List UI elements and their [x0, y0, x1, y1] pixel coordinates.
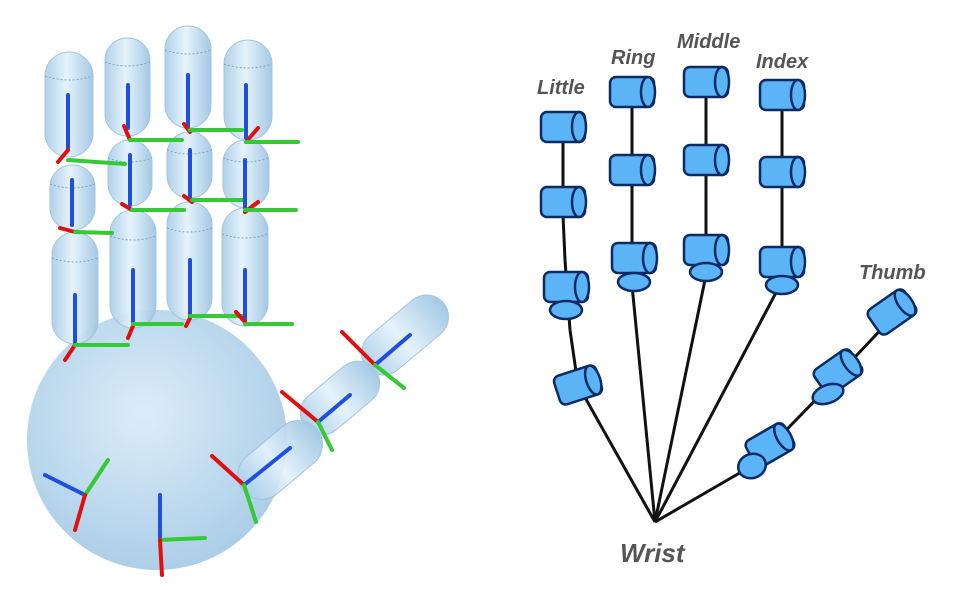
index-dip-joint: [758, 155, 807, 189]
thumb-ip-joint: [812, 348, 864, 396]
label-wrist: Wrist: [620, 538, 686, 568]
index-mcp-joint: [764, 274, 800, 296]
label-index: Index: [756, 51, 809, 73]
palm-sphere: [27, 310, 287, 570]
label-thumb: Thumb: [859, 262, 926, 284]
joints: [539, 65, 918, 480]
little-cmc-joint: [552, 364, 604, 406]
little-tip-joint: [539, 110, 588, 144]
label-little: Little: [537, 77, 585, 99]
label-ring: Ring: [611, 47, 655, 69]
ring-mcp-joint: [616, 271, 652, 293]
ring-tip-joint: [608, 75, 657, 109]
capsule-seams: [44, 49, 273, 263]
bones: [561, 95, 892, 524]
kinematic-tree: Little Ring Middle Index Thumb Wrist: [537, 31, 926, 568]
middle-mcp-joint: [688, 261, 724, 283]
ring-dip-joint: [608, 153, 657, 187]
little-dip-joint: [539, 185, 588, 219]
index-pip-joint: [758, 245, 807, 279]
finger-capsules: [44, 25, 449, 500]
thumb-tip-joint: [866, 288, 918, 336]
label-middle: Middle: [677, 31, 740, 53]
hand-3d-model: [27, 25, 449, 577]
index-tip-joint: [758, 78, 807, 112]
thumb-proximal-capsule: [237, 420, 323, 500]
middle-dip-joint: [682, 143, 731, 177]
joint-axes: [43, 73, 412, 577]
little-mcp-joint: [548, 299, 584, 321]
thumb-mcp-joint: [811, 382, 845, 406]
ring-pip-joint: [610, 241, 659, 275]
middle-tip-joint: [682, 65, 731, 99]
little-pip-joint: [542, 270, 591, 304]
thumb-base-joint: [736, 452, 768, 480]
middle-pip-joint: [682, 233, 731, 267]
